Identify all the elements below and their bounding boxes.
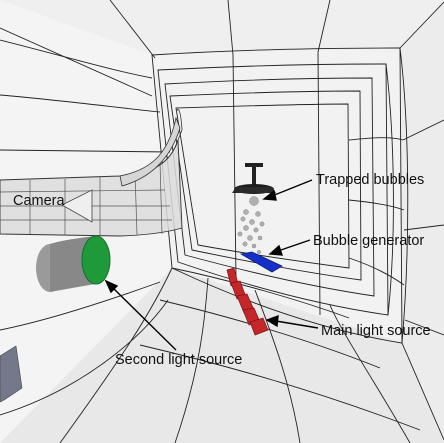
second-light-source (36, 235, 111, 292)
bubbles (237, 196, 265, 255)
bubble-generator-arrow (277, 239, 311, 252)
second-light-source-label: Second light source (115, 352, 242, 368)
trapped-bubbles-arrow (271, 179, 313, 197)
camera-label: Camera (13, 193, 66, 209)
bubble-generator-label: Bubble generator (313, 233, 424, 249)
camera-lens-shape (61, 189, 93, 223)
bubble-generator (239, 251, 283, 273)
leader-arrows (104, 179, 319, 351)
main-light-source (226, 267, 269, 336)
second-light-lens (81, 235, 111, 285)
bubble-trap (232, 163, 276, 194)
trapped-bubbles-label: Trapped bubbles (316, 172, 424, 188)
main-light-source-arrow (275, 320, 319, 329)
main-light-source-label: Main light source (321, 323, 431, 339)
bottom-left-box (0, 345, 23, 403)
second-light-source-arrow (111, 286, 177, 351)
camera-tube (0, 108, 183, 237)
